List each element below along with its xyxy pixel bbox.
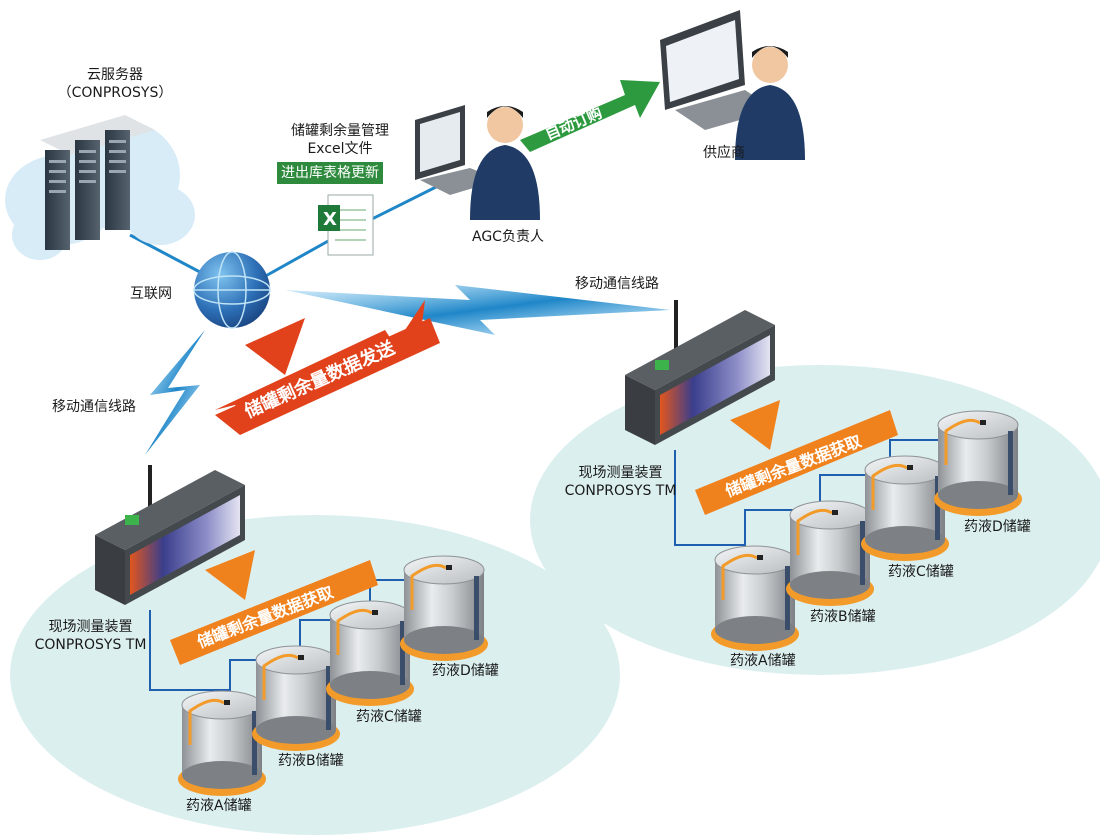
site-right-pipes <box>674 439 960 546</box>
site-left-device-label: 现场测量装置 CONPROSYS TM <box>8 618 173 654</box>
site-right-tank-b-label: 药液B储罐 <box>810 609 876 625</box>
tank-icon-left-c <box>326 600 414 706</box>
tank-icon-right-b <box>786 500 874 606</box>
site-right-tank-a-label: 药液A储罐 <box>730 653 796 669</box>
site-left-tank-d-label: 药液D储罐 <box>432 663 499 679</box>
site-right-tank-d-label: 药液D储罐 <box>964 519 1031 535</box>
site-left-tank-c-label: 药液C储罐 <box>356 709 422 725</box>
excel-filetype: Excel文件 <box>307 141 373 157</box>
mobile-link-right-label: 移动通信线路 <box>575 276 659 292</box>
tank-icon-right-a <box>711 545 799 651</box>
site-right-device-icon <box>625 300 775 445</box>
site-right-device-label: 现场测量装置 CONPROSYS TM <box>538 464 703 500</box>
site-left-tank-a-label: 药液A储罐 <box>186 798 252 814</box>
site-left-device-icon <box>95 465 245 605</box>
site-right-device-name: 现场测量装置 <box>578 465 663 481</box>
site-left-tank-b-label: 药液B储罐 <box>278 753 344 769</box>
agc-person-icon <box>470 106 540 220</box>
tank-icon-right-d <box>934 410 1022 516</box>
tanks-layer <box>178 410 1022 796</box>
site-left-device-model: CONPROSYS TM <box>34 637 147 653</box>
auto-order-label: 自动订购 <box>543 104 605 144</box>
auto-order-arrow: 自动订购 <box>520 80 660 152</box>
internet-label: 互联网 <box>130 286 172 302</box>
tank-icon-left-a <box>178 690 266 796</box>
excel-file-icon: X <box>318 194 374 256</box>
tank-icon-left-b <box>252 645 340 751</box>
tank-icon-right-c <box>861 455 949 561</box>
cloud-server-name: 云服务器 <box>87 67 143 83</box>
site-right-device-model: CONPROSYS TM <box>564 483 677 499</box>
cloud-server-product: （CONPROSYS） <box>57 85 173 101</box>
excel-update-badge: 进出库表格更新 <box>277 162 383 184</box>
supplier-person-icon <box>735 46 805 160</box>
internet-globe-icon <box>193 251 271 329</box>
mobile-link-left-label: 移动通信线路 <box>52 399 136 415</box>
agc-label: AGC负责人 <box>472 229 544 245</box>
tank-icon-left-d <box>400 555 488 661</box>
site-left-device-name: 现场测量装置 <box>48 619 133 635</box>
server-icon <box>40 115 155 250</box>
excel-title: 储罐剩余量管理 <box>291 123 389 139</box>
mobile-link-right-bolt <box>285 285 670 335</box>
svg-text:X: X <box>323 209 337 230</box>
site-right-tank-c-label: 药液C储罐 <box>888 564 954 580</box>
cloud-server-label: 云服务器 （CONPROSYS） <box>40 66 190 102</box>
excel-label: 储罐剩余量管理 Excel文件 <box>275 122 405 158</box>
supplier-label: 供应商 <box>703 145 745 161</box>
mobile-link-left-bolt <box>145 330 205 455</box>
